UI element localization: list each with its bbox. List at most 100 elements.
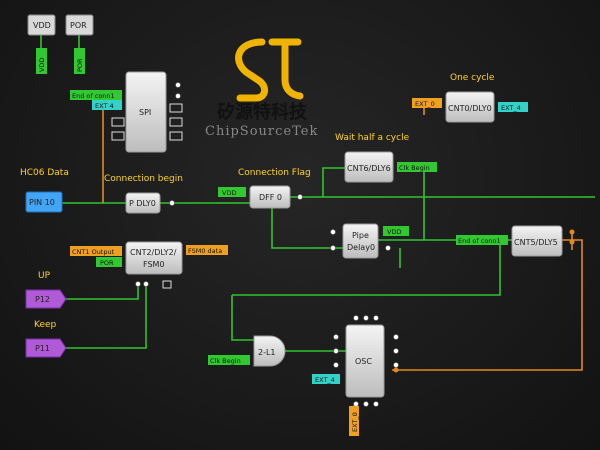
cnt5-block[interactable] <box>511 225 563 257</box>
conn-flag-label: Connection Flag <box>238 168 311 178</box>
por-cnt2-label: POR <box>100 259 114 267</box>
clk-begin-and-tag[interactable] <box>208 355 250 365</box>
pipe-pin[interactable] <box>385 245 391 251</box>
pin10-block[interactable] <box>25 191 63 213</box>
osc-pin[interactable] <box>333 348 339 354</box>
spi-port[interactable] <box>169 131 183 141</box>
cnt2-pin[interactable] <box>135 281 141 287</box>
end-of-conn-spi-tag[interactable] <box>70 90 122 100</box>
ext4-spi-tag[interactable] <box>92 100 122 110</box>
cnt0-label: CNT0/DLY0 <box>448 104 492 113</box>
pdly0-block[interactable] <box>125 192 161 214</box>
spi-port[interactable] <box>111 117 125 127</box>
supply-section: VDD POR VDD POR <box>27 14 94 74</box>
osc-pin[interactable] <box>393 348 399 354</box>
osc-group: OSC EXT_4 EXT_0 <box>312 315 399 436</box>
logo-t-stroke <box>268 38 304 100</box>
clk-begin-tag[interactable] <box>397 162 437 172</box>
ext4-top-label: EXT_4 <box>501 104 521 112</box>
ext0-top-tag[interactable] <box>412 98 442 108</box>
pipe-pin[interactable] <box>330 245 336 251</box>
end-of-conn-cnt5-tag[interactable] <box>456 235 508 245</box>
input-pins-group: UP P12 Keep P11 <box>25 271 67 358</box>
pipe-delay-block[interactable] <box>342 223 379 259</box>
wire-to-cnt6 <box>322 167 345 197</box>
osc-label: OSC <box>355 357 372 366</box>
p11-pin[interactable] <box>25 338 67 358</box>
ext4-osc-label: EXT_4 <box>315 376 335 384</box>
pdly-group: Connection begin P DLY0 <box>104 174 183 214</box>
spi-port[interactable] <box>169 117 183 127</box>
wire-p11 <box>64 286 147 349</box>
spi-pin[interactable] <box>175 82 181 88</box>
osc-pin[interactable] <box>373 315 379 321</box>
por-cnt2-tag[interactable] <box>96 257 122 267</box>
osc-pin[interactable] <box>353 315 359 321</box>
cnt2-pin[interactable] <box>143 281 149 287</box>
cnt5-pin[interactable] <box>569 229 575 235</box>
cnt0-block[interactable] <box>445 91 495 123</box>
ext4-top-tag[interactable] <box>498 102 528 112</box>
spi-block[interactable] <box>125 71 167 153</box>
vdd-out-tag[interactable] <box>36 48 47 74</box>
osc-pin[interactable] <box>363 315 369 321</box>
conn-begin-label: Connection begin <box>104 174 183 184</box>
ext0-top-label: EXT_0 <box>415 100 435 108</box>
osc-pin[interactable] <box>393 367 399 373</box>
wait-half-label: Wait half a cycle <box>335 133 410 143</box>
ext0-osc-tag[interactable] <box>349 406 359 436</box>
spi-pin[interactable] <box>175 93 181 99</box>
osc-pin[interactable] <box>373 401 379 407</box>
osc-pin[interactable] <box>333 334 339 340</box>
dff-group: Connection Flag VDD DFF 0 <box>218 168 311 209</box>
wire-and-in <box>231 295 254 341</box>
osc-pin[interactable] <box>353 401 359 407</box>
vdd-pipe-label: VDD <box>387 228 401 236</box>
osc-pin[interactable] <box>393 334 399 340</box>
osc-pin[interactable] <box>393 362 399 368</box>
cnt0-group: One cycle EXT_0 CNT0/DLY0 EXT_4 <box>412 73 528 123</box>
vdd-dff-tag[interactable] <box>218 187 246 197</box>
p12-pin[interactable] <box>25 289 67 309</box>
spi-port[interactable] <box>169 103 183 113</box>
and-gate-label: 2-L1 <box>258 348 276 357</box>
cnt2-label-1: CNT2/DLY2/ <box>130 248 177 257</box>
ext4-osc-tag[interactable] <box>312 374 340 384</box>
cnt6-label: CNT6/DLY6 <box>347 164 391 173</box>
dff0-pin[interactable] <box>297 194 303 200</box>
por-out-tag[interactable] <box>74 48 85 74</box>
company-logo: 矽源特科技 ChipSourceTek <box>205 38 318 139</box>
cnt5-pin[interactable] <box>569 239 575 245</box>
pipe-label-1: Pipe <box>352 231 369 240</box>
pdly0-pin[interactable] <box>169 200 175 206</box>
pipe-group: Pipe Delay0 VDD <box>330 223 409 259</box>
end-of-conn-cnt5-label: End of conn1 <box>458 237 501 245</box>
osc-pin[interactable] <box>333 362 339 368</box>
keep-label: Keep <box>34 320 57 330</box>
up-label: UP <box>38 271 51 281</box>
vdd-out-label: VDD <box>38 58 46 72</box>
pin10-label: PIN 10 <box>29 198 55 207</box>
dff0-block[interactable] <box>249 185 291 209</box>
wires <box>62 95 595 420</box>
and-gate[interactable] <box>253 335 286 367</box>
logo-company-en: ChipSourceTek <box>205 124 318 139</box>
osc-pin[interactable] <box>363 401 369 407</box>
cnt2-port[interactable] <box>162 280 172 289</box>
pipe-pin[interactable] <box>330 229 336 235</box>
cnt6-group: Wait half a cycle CNT6/DLY6 Clk Begin <box>335 133 437 183</box>
cnt1-output-tag[interactable] <box>70 246 122 256</box>
spi-port[interactable] <box>111 131 125 141</box>
p12-label: P12 <box>35 295 50 304</box>
wire-osc-loop <box>232 240 501 296</box>
vdd-pipe-tag[interactable] <box>383 226 409 236</box>
logo-company-cn: 矽源特科技 <box>217 101 308 123</box>
cnt6-block[interactable] <box>344 151 394 183</box>
fsm0-data-tag[interactable] <box>186 245 228 255</box>
osc-block[interactable] <box>345 324 385 398</box>
cnt1-output-label: CNT1 Output <box>72 248 115 256</box>
cnt2-block[interactable] <box>125 241 183 275</box>
wire-p12 <box>64 286 139 300</box>
vdd-supply-label: VDD <box>33 21 51 30</box>
